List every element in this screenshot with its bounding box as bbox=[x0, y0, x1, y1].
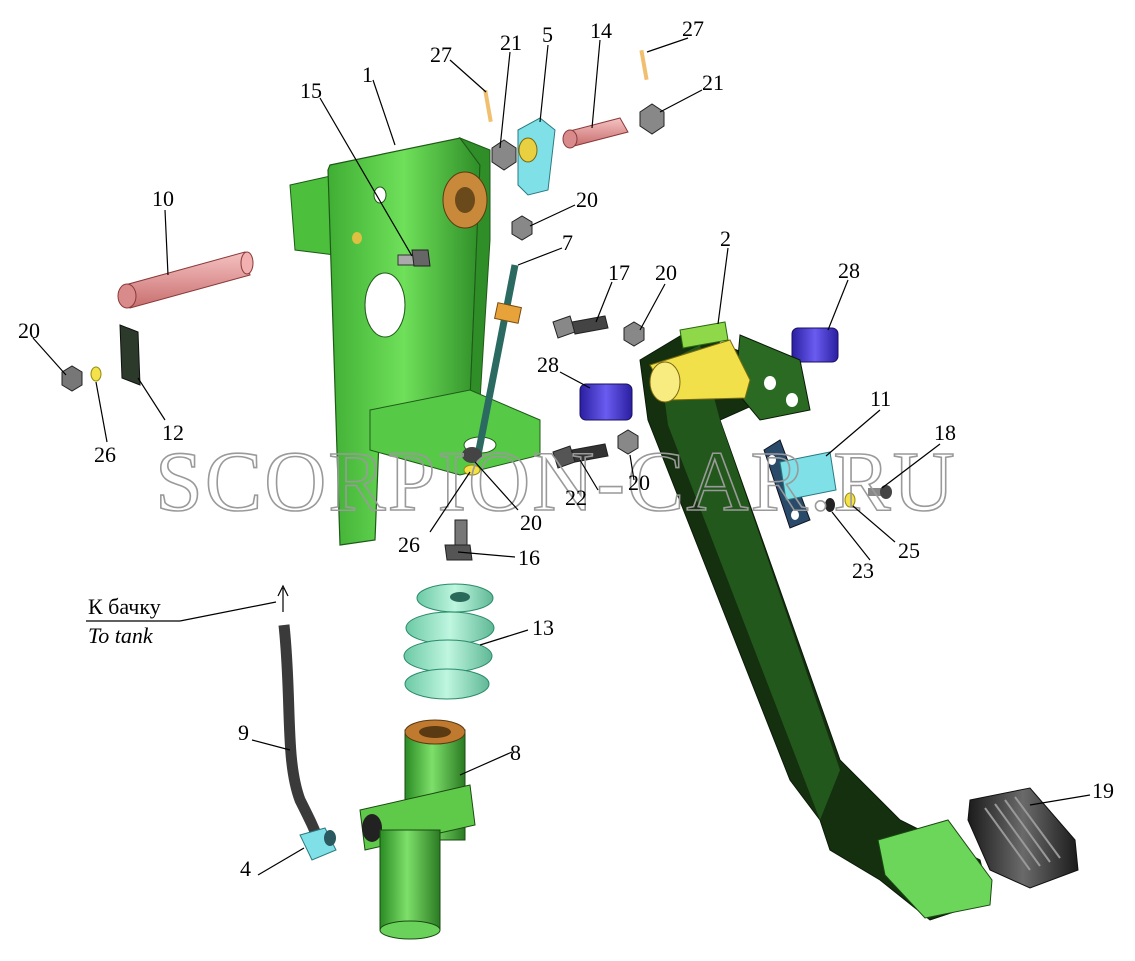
bolt-15 bbox=[397, 249, 431, 267]
callout-16: 16 bbox=[518, 545, 540, 570]
washer-left bbox=[90, 366, 102, 382]
washer-23 bbox=[825, 498, 835, 512]
callout-8: 8 bbox=[510, 740, 521, 765]
washer-25 bbox=[844, 492, 856, 508]
hose bbox=[278, 624, 324, 842]
clevis-pin bbox=[562, 117, 629, 149]
castle-nut-left bbox=[491, 139, 517, 171]
callout-10: 10 bbox=[152, 186, 174, 211]
nut-20-low bbox=[617, 429, 639, 455]
callout-19: 19 bbox=[1092, 778, 1114, 803]
callout-25: 25 bbox=[898, 538, 920, 563]
callout-23: 23 bbox=[852, 558, 874, 583]
clutch-pedal bbox=[639, 321, 993, 921]
callout-27-right: 27 bbox=[682, 16, 704, 41]
bushing-28-lower bbox=[579, 383, 633, 421]
tank-label-en: To tank bbox=[88, 623, 154, 648]
bushing-28-upper bbox=[791, 327, 839, 363]
master-cylinder bbox=[359, 719, 476, 940]
callout-28-lower: 28 bbox=[537, 352, 559, 377]
callout-7: 7 bbox=[562, 230, 573, 255]
bolt-22 bbox=[552, 443, 609, 469]
lock-plate bbox=[119, 324, 141, 386]
callout-26-center: 26 bbox=[398, 532, 420, 557]
tank-label-ru: К бачку bbox=[88, 594, 161, 619]
pedal-pad bbox=[967, 787, 1079, 889]
push-rod bbox=[462, 264, 522, 463]
callout-17: 17 bbox=[608, 260, 630, 285]
callout-2: 2 bbox=[720, 226, 731, 251]
callout-12: 12 bbox=[162, 420, 184, 445]
watermark: SCORPION-CAR.RU bbox=[155, 433, 957, 529]
callout-4: 4 bbox=[240, 856, 251, 881]
pedal-axle-pin bbox=[117, 251, 254, 309]
switch-bracket bbox=[763, 439, 837, 529]
leader-lines bbox=[32, 37, 1091, 876]
callout-13: 13 bbox=[532, 615, 554, 640]
callout-28-upper: 28 bbox=[838, 258, 860, 283]
cotter-pin-right bbox=[639, 49, 649, 81]
nut-left bbox=[61, 365, 83, 392]
callout-15: 15 bbox=[300, 78, 322, 103]
callout-20-mid: 20 bbox=[655, 260, 677, 285]
nut-20-top bbox=[511, 215, 533, 241]
callout-20-left: 20 bbox=[18, 318, 40, 343]
washer-26-center bbox=[463, 464, 481, 476]
bolt-17 bbox=[552, 315, 609, 339]
callout-1: 1 bbox=[362, 62, 373, 87]
cotter-pin-left bbox=[483, 89, 493, 123]
callout-20-center: 20 bbox=[520, 510, 542, 535]
callout-14: 14 bbox=[590, 18, 612, 43]
castle-nut-right bbox=[639, 103, 665, 135]
callout-18: 18 bbox=[934, 420, 956, 445]
callout-11: 11 bbox=[870, 386, 891, 411]
callout-22: 22 bbox=[565, 485, 587, 510]
callout-20-top: 20 bbox=[576, 187, 598, 212]
callout-20-low: 20 bbox=[628, 470, 650, 495]
rubber-boot bbox=[403, 583, 495, 700]
screw-18 bbox=[868, 485, 892, 499]
callout-9: 9 bbox=[238, 720, 249, 745]
callout-21-left: 21 bbox=[500, 30, 522, 55]
clevis-fork bbox=[517, 117, 556, 196]
callout-5: 5 bbox=[542, 22, 553, 47]
callout-27-left: 27 bbox=[430, 42, 452, 67]
callout-26-left: 26 bbox=[94, 442, 116, 467]
hose-fitting bbox=[299, 827, 337, 861]
callout-21-right: 21 bbox=[702, 70, 724, 95]
nut-20-mid bbox=[623, 321, 645, 347]
